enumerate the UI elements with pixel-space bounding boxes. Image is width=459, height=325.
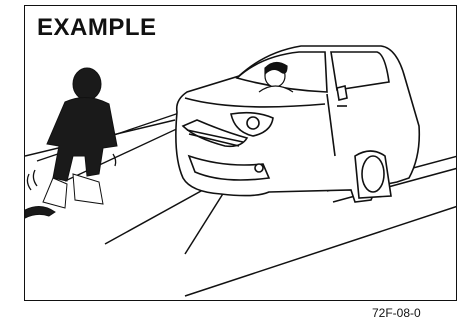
car-icon <box>176 46 419 202</box>
illustration-frame: EXAMPLE <box>24 5 457 301</box>
example-label: EXAMPLE <box>37 14 157 42</box>
pedestrian-icon <box>25 68 117 218</box>
headlight-illustration <box>25 6 457 301</box>
figure-reference: 72F-08-0 <box>372 306 421 320</box>
